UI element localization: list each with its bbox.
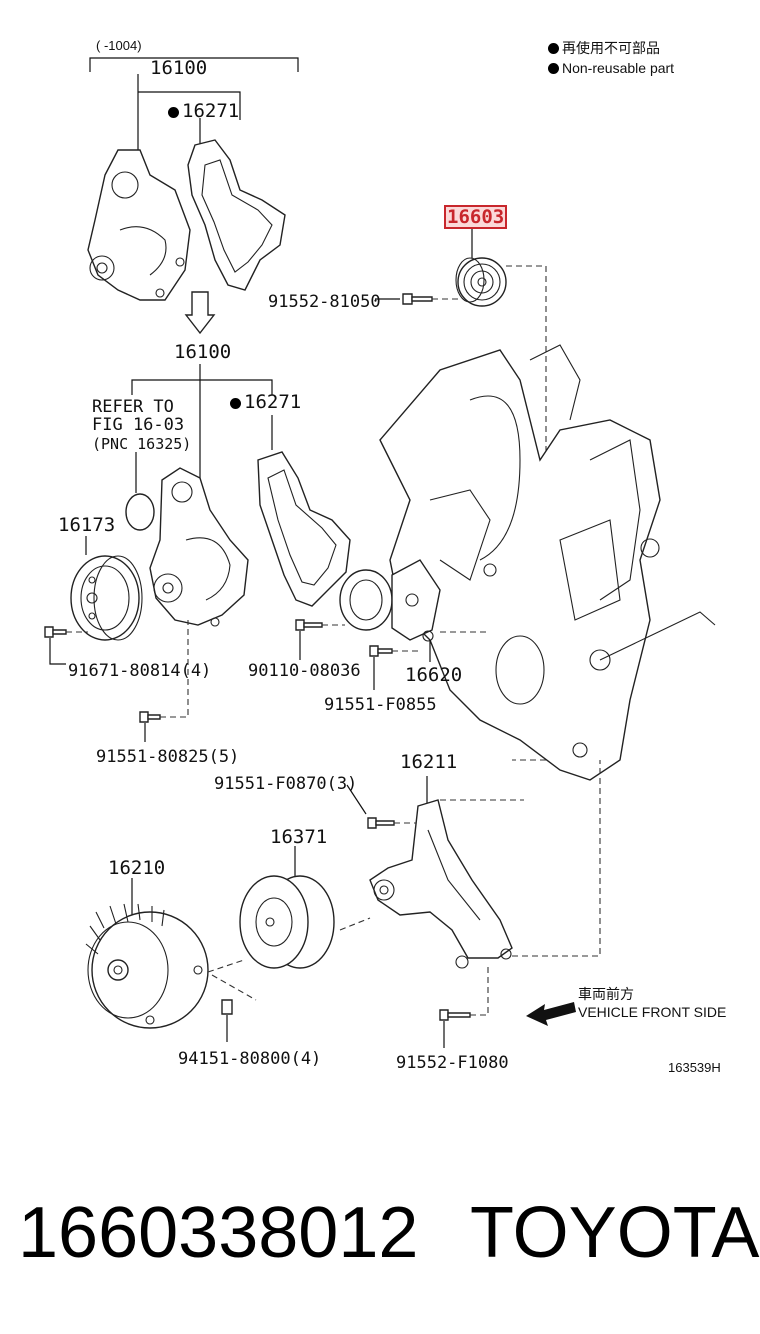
label-91552-F1080: 91552-F1080 — [396, 1053, 509, 1073]
label-90110-08036: 90110-08036 — [248, 661, 361, 681]
label-91551-F0855: 91551-F0855 — [324, 695, 437, 715]
dashed-pulley-route — [432, 265, 547, 761]
fan-bolt-lead — [49, 638, 66, 665]
bolt-91552-81050 — [402, 293, 433, 305]
bolt-91551-F0855 — [369, 645, 393, 657]
label-16603-highlighted: 16603 — [444, 205, 508, 229]
tensioner-16620 — [339, 559, 441, 642]
idler-pulley-16603 — [455, 257, 507, 307]
dashed-80825 — [160, 620, 189, 718]
pulley-16371 — [239, 875, 335, 969]
label-94151-80800: 94151-80800(4) — [178, 1049, 322, 1069]
o-ring — [125, 493, 155, 531]
figure-code: 163539H — [668, 1060, 721, 1075]
label-16371: 16371 — [270, 826, 328, 848]
bolt-90110-08036 — [295, 619, 323, 631]
refer-line-2: FIG 16-03 — [92, 415, 185, 435]
fan-clutch-16210 — [85, 903, 209, 1029]
label-91551-80825: 91551-80825(5) — [96, 747, 240, 767]
front-jp: 車両前方 — [578, 986, 634, 1002]
bolt-94151-80800 — [221, 999, 233, 1015]
label-16173: 16173 — [58, 514, 116, 536]
label-16271-mid: 16271 — [230, 392, 301, 412]
refer-line-1: REFER TO — [92, 397, 174, 417]
dashed-fan-clutch — [207, 917, 371, 1001]
label-91552-81050: 91552-81050 — [268, 292, 381, 312]
mid-bracket-line — [131, 379, 273, 395]
bolt-F0870-lead — [346, 784, 367, 815]
gasket-top — [187, 139, 286, 291]
refer-line-3: (PNC 16325) — [92, 435, 192, 453]
gasket-mid — [257, 451, 351, 607]
label-16100-top: 16100 — [150, 57, 208, 79]
fan-pulley-16173 — [70, 555, 143, 641]
water-pump-top — [87, 149, 191, 301]
label-91551-F0870: 91551-F0870(3) — [214, 774, 358, 794]
top-bracket-line — [89, 57, 299, 72]
bracket-16211 — [369, 799, 513, 969]
front-direction-arrow — [526, 1002, 576, 1026]
date-range: ( -1004) — [96, 38, 142, 53]
footer-brand: TOYOTA — [470, 1193, 760, 1273]
footer-part-number: 1660338012 — [18, 1193, 419, 1273]
label-91671-80814: 91671-80814(4) — [68, 661, 212, 681]
front-en: VEHICLE FRONT SIDE — [578, 1004, 727, 1020]
legend-jp: 再使用不可部品 — [548, 38, 660, 58]
bolt-91671-80814 — [44, 626, 67, 638]
label-16100-mid: 16100 — [174, 341, 232, 363]
legend-en: Non-reusable part — [548, 58, 674, 78]
bolt-91551-F0870 — [367, 817, 395, 829]
label-16271-top: 16271 — [168, 101, 239, 121]
transition-arrow — [184, 291, 216, 335]
bolt-91552-F1080 — [439, 1009, 471, 1021]
label-16211: 16211 — [400, 751, 458, 773]
label-16210: 16210 — [108, 857, 166, 879]
bolt-91551-80825 — [139, 711, 161, 723]
top-16100-lead — [137, 74, 241, 120]
label-16620: 16620 — [405, 664, 463, 686]
dashed-F1080 — [470, 760, 601, 1016]
water-pump-mid — [149, 467, 249, 627]
